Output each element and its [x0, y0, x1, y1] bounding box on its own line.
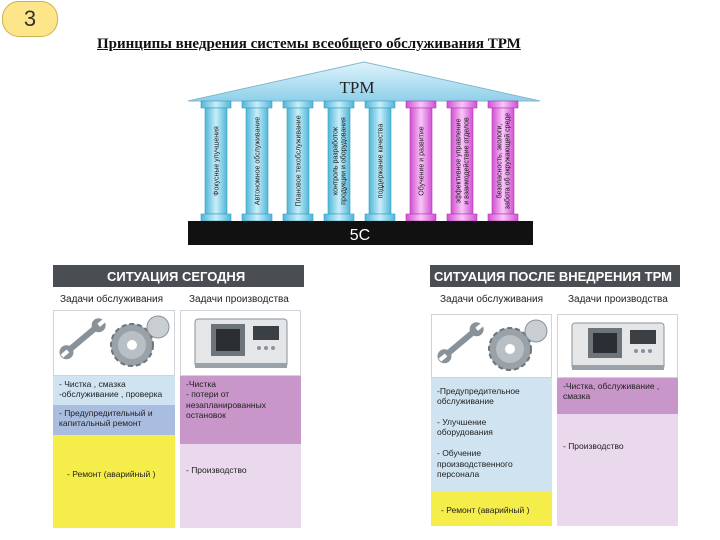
panel-today-left-subtitle: Задачи обслуживания — [60, 294, 164, 305]
temple-column-label: эффективное управлениеи взаимодействие о… — [456, 117, 471, 205]
temple-roof-label: ТРМ — [340, 78, 375, 97]
today-maintenance-cell-2: - Предупредительный и капитальный ремонт — [53, 405, 175, 435]
temple-roof — [187, 61, 541, 102]
after-maintenance-cell-1-text: -Предупредительное обслуживание - Улучше… — [437, 386, 520, 479]
temple-column-base — [323, 213, 355, 222]
today-maintenance-cell-3-text: - Ремонт (аварийный ) — [67, 469, 156, 479]
temple-column-capital — [364, 100, 396, 109]
today-production-cell-1: -Чистка - потери от незапланированных ос… — [180, 376, 301, 444]
after-maintenance-cell-2-text: - Ремонт (аварийный ) — [441, 505, 530, 515]
panel-today-production-column: -Чистка - потери от незапланированных ос… — [180, 310, 301, 528]
temple-column-base — [241, 213, 273, 222]
today-production-cell-2-text: - Производство — [186, 465, 247, 475]
temple-column-label: Фокусные улучшения — [214, 126, 221, 196]
panel-after-left-subtitle: Задачи обслуживания — [440, 294, 544, 305]
temple-column-capital — [241, 100, 273, 109]
after-production-cell-1-text: -Чистка, обслуживание , смазка — [563, 381, 660, 402]
tpm-temple-diagram: ТРМ Фокусные улучшения Автономное обслужи… — [187, 61, 541, 245]
temple-base — [188, 221, 533, 245]
temple-column-base — [282, 213, 314, 222]
panel-header-today: СИТУАЦИЯ СЕГОДНЯ — [53, 265, 304, 287]
temple-column-base — [487, 213, 519, 222]
temple-base-label: 5С — [350, 227, 370, 244]
after-production-cell-1: -Чистка, обслуживание , смазка — [557, 378, 678, 414]
temple-column-capital — [200, 100, 232, 109]
after-maintenance-cell-1: -Предупредительное обслуживание - Улучше… — [431, 378, 552, 492]
cnc-machine-icon — [557, 314, 678, 378]
temple-column-capital — [282, 100, 314, 109]
panel-after-production-column: -Чистка, обслуживание , смазка - Произво… — [557, 314, 678, 526]
temple-column-base — [364, 213, 396, 222]
temple-column-capital — [487, 100, 519, 109]
temple-column-label: безопасность, экологи,забота об окружающ… — [496, 113, 512, 209]
temple-column-label: Автономное обслуживание — [254, 117, 262, 205]
today-maintenance-cell-1-text: - Чистка , смазка -обслуживание , провер… — [59, 379, 163, 400]
temple-column-label: поддержание качества — [378, 124, 385, 199]
temple-column-label: контроль разработокпродукции и оборудова… — [332, 117, 348, 205]
panel-after-right-subtitle: Задачи производства — [568, 294, 668, 305]
temple-column-label: Обучение и развитие — [418, 126, 426, 195]
temple-column-capital — [323, 100, 355, 109]
today-production-cell-1-text: -Чистка - потери от незапланированных ос… — [186, 379, 266, 421]
temple-column-base — [200, 213, 232, 222]
panel-after-maintenance-column: -Предупредительное обслуживание - Улучше… — [431, 314, 552, 526]
page-title: Принципы внедрения системы всеобщего обс… — [97, 36, 521, 52]
temple-column-label: Плановое техобслуживание — [295, 115, 303, 206]
panel-today-right-subtitle: Задачи производства — [189, 294, 289, 305]
today-maintenance-cell-1: - Чистка , смазка -обслуживание , провер… — [53, 376, 175, 405]
after-production-cell-2: - Производство — [557, 414, 678, 526]
today-production-cell-2: - Производство — [180, 444, 301, 528]
wrench-gear-icon — [53, 310, 175, 376]
slide-number-badge: 3 — [2, 1, 58, 37]
panel-today-maintenance-column: - Чистка , смазка -обслуживание , провер… — [53, 310, 175, 528]
cnc-machine-icon — [180, 310, 301, 376]
after-production-cell-2-text: - Производство — [563, 441, 624, 451]
temple-column-base — [405, 213, 437, 222]
temple-column-capital — [405, 100, 437, 109]
panel-header-after-tpm: СИТУАЦИЯ ПОСЛЕ ВНЕДРЕНИЯ ТРМ — [430, 265, 680, 287]
temple-column-capital — [446, 100, 478, 109]
after-maintenance-cell-2: - Ремонт (аварийный ) — [431, 492, 552, 526]
temple-column-base — [446, 213, 478, 222]
today-maintenance-cell-2-text: - Предупредительный и капитальный ремонт — [59, 408, 153, 429]
today-maintenance-cell-3: - Ремонт (аварийный ) — [53, 435, 175, 528]
wrench-gear-icon — [431, 314, 552, 378]
